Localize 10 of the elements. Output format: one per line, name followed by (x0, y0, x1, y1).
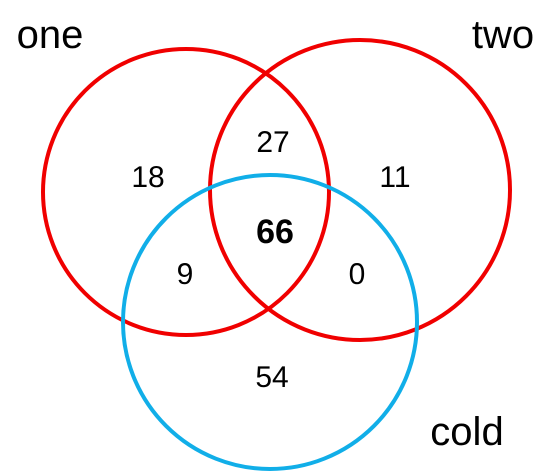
region-count: 0 (348, 260, 366, 290)
region-count: 66 (256, 215, 294, 249)
set-label: one (16, 15, 84, 55)
region-count: 9 (176, 260, 194, 290)
region-count: 54 (255, 363, 289, 393)
region-count: 18 (131, 163, 165, 193)
set-label: cold (430, 412, 504, 452)
set-label: two (472, 15, 534, 55)
region-count: 11 (379, 163, 411, 193)
region-count: 27 (256, 128, 290, 158)
